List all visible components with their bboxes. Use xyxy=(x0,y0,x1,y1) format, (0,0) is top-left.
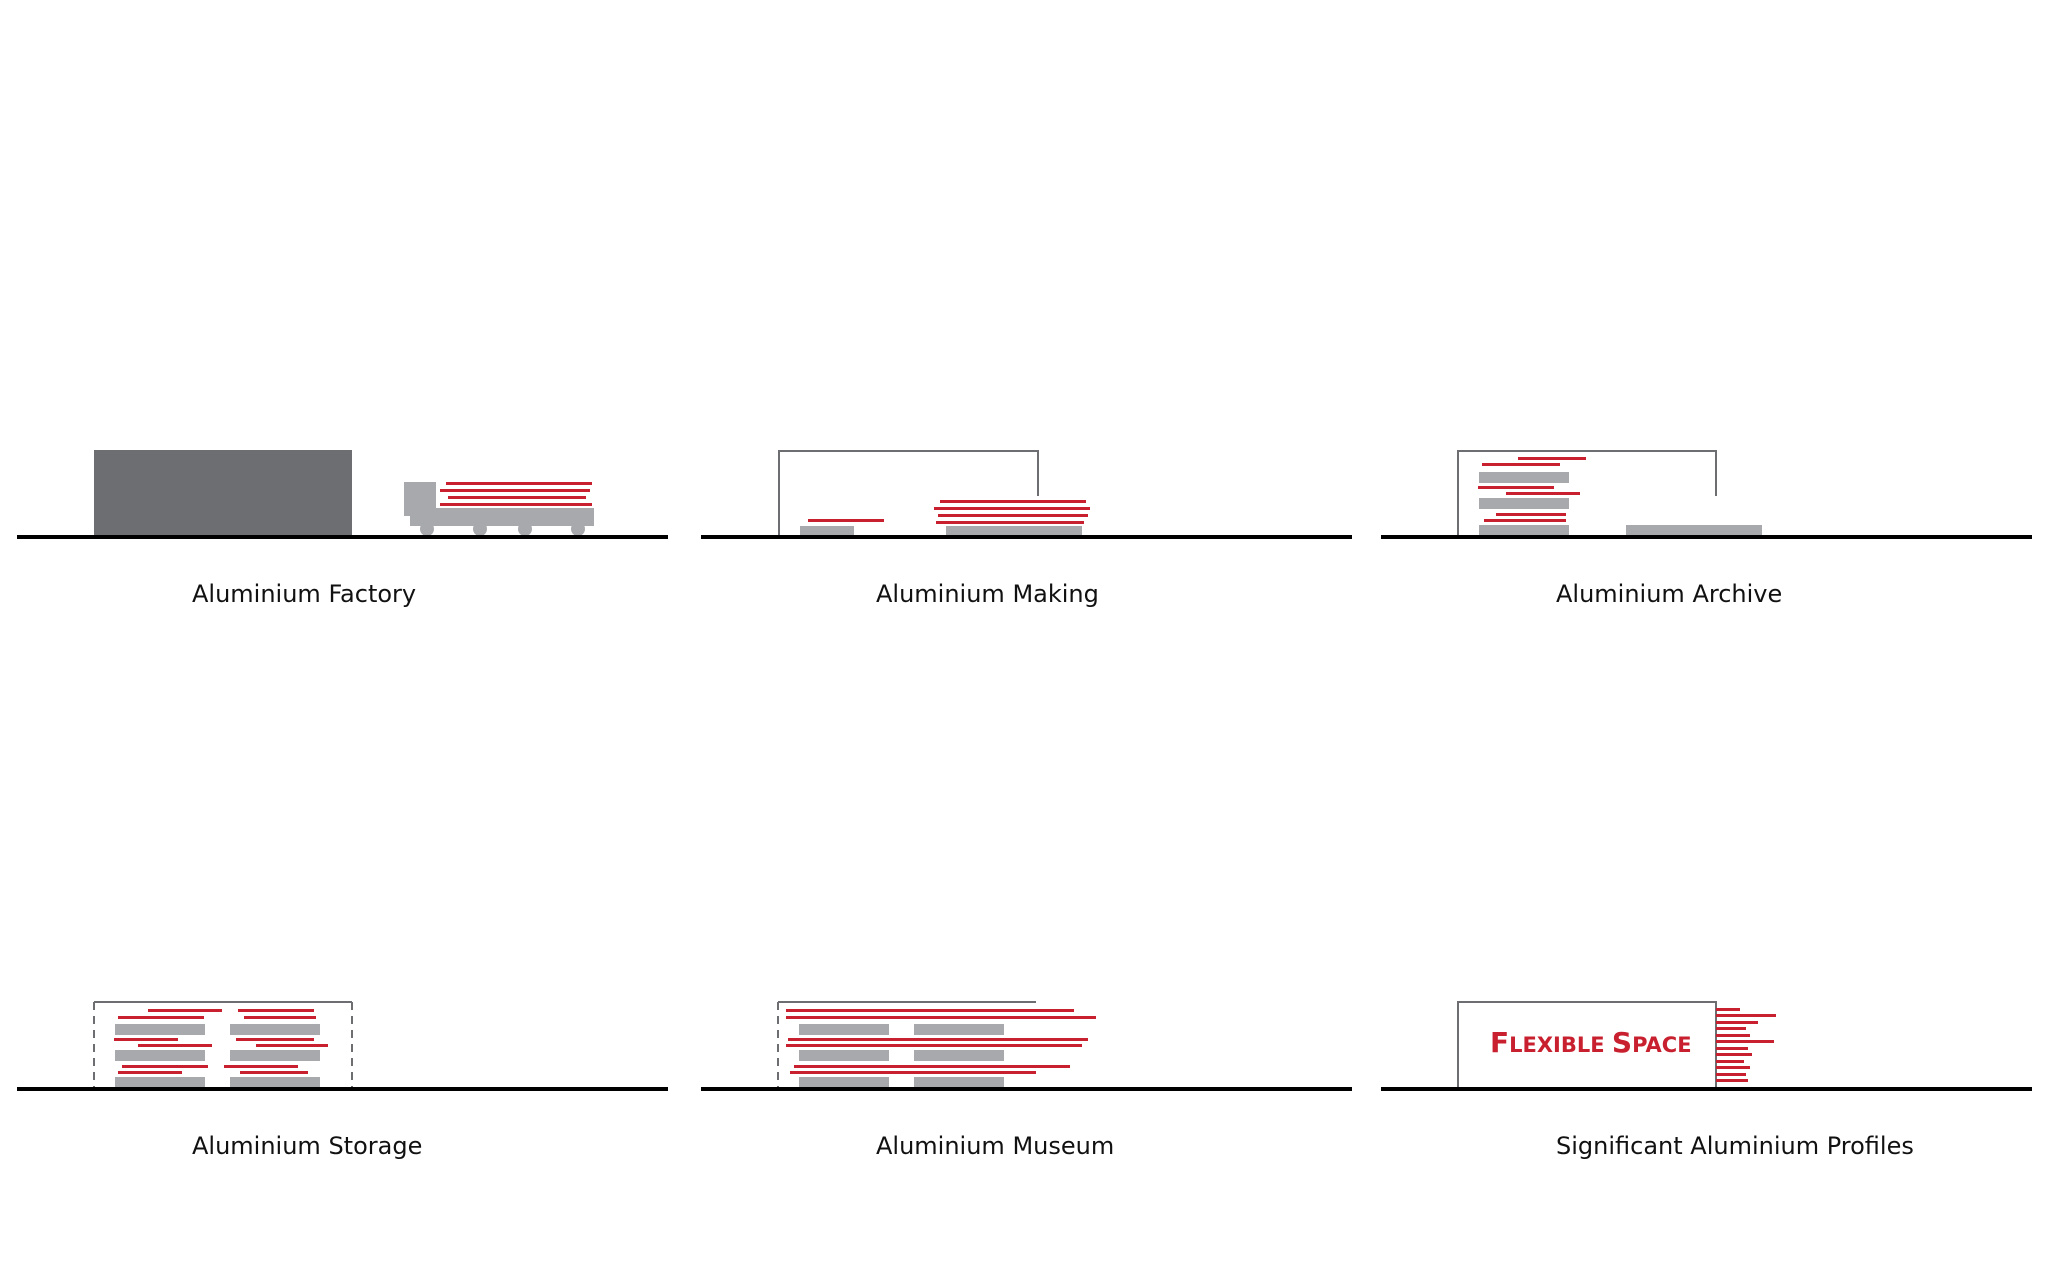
aluminium-profile xyxy=(936,521,1084,524)
shelf xyxy=(1479,472,1569,483)
display-shelf xyxy=(799,1077,889,1088)
ground-line xyxy=(17,535,668,539)
aluminium-profile xyxy=(786,1044,1082,1047)
aluminium-profile xyxy=(808,519,884,522)
display-shelf xyxy=(799,1024,889,1035)
aluminium-profile xyxy=(1478,486,1554,489)
aluminium-profile xyxy=(1716,1027,1746,1030)
flexible-space-label: FLEXIBLE SPACE xyxy=(1490,1026,1692,1059)
factory-building xyxy=(94,450,352,536)
aluminium-profile xyxy=(1716,1021,1758,1024)
aluminium-profile xyxy=(1716,1073,1746,1076)
aluminium-profile xyxy=(448,496,586,499)
shelf xyxy=(230,1050,320,1061)
caption: Aluminium Archive xyxy=(1556,580,1783,608)
aluminium-profile xyxy=(238,1009,314,1012)
aluminium-profile xyxy=(224,1065,298,1068)
shelf xyxy=(115,1024,205,1035)
aluminium-profile xyxy=(1716,1053,1752,1056)
aluminium-profile xyxy=(1482,463,1560,466)
aluminium-profile xyxy=(790,1071,1036,1074)
aluminium-profile xyxy=(1716,1034,1750,1037)
aluminium-profile xyxy=(440,489,590,492)
panel-aluminium-museum: Aluminium Museum xyxy=(700,952,1360,1252)
ground-line xyxy=(1381,1087,2032,1091)
aluminium-profile xyxy=(1484,519,1566,522)
caption: Aluminium Storage xyxy=(192,1132,423,1160)
aluminium-profile xyxy=(1496,513,1566,516)
aluminium-profile xyxy=(794,1065,1070,1068)
truck-wheel xyxy=(518,522,532,536)
profiles-diagram: FLEXIBLE SPACE xyxy=(1381,1001,2032,1091)
archive-diagram xyxy=(1381,450,2032,539)
aluminium-profile xyxy=(786,1009,1074,1012)
aluminium-profile xyxy=(1716,1008,1740,1011)
display-shelf xyxy=(914,1050,1004,1061)
building-outline xyxy=(1457,450,1717,536)
aluminium-profile xyxy=(122,1065,208,1068)
panel-aluminium-archive: Aluminium Archive xyxy=(1380,400,2040,700)
aluminium-profile xyxy=(240,1071,308,1074)
aluminium-profile xyxy=(1716,1066,1750,1069)
shelf xyxy=(1479,498,1569,509)
panel-aluminium-making: Aluminium Making xyxy=(700,400,1360,700)
truck-bed xyxy=(410,508,594,526)
shelf xyxy=(230,1077,320,1088)
aluminium-profile xyxy=(786,1016,1096,1019)
caption: Aluminium Making xyxy=(876,580,1099,608)
aluminium-profile xyxy=(138,1044,212,1047)
caption: Aluminium Museum xyxy=(876,1132,1115,1160)
aluminium-profile xyxy=(148,1009,222,1012)
aluminium-profile xyxy=(446,482,592,485)
work-table xyxy=(946,526,1082,536)
aluminium-profile xyxy=(256,1044,328,1047)
work-table xyxy=(800,526,854,536)
display-shelf xyxy=(914,1077,1004,1088)
aluminium-profile xyxy=(1716,1047,1748,1050)
shelf xyxy=(115,1050,205,1061)
truck-wheel xyxy=(571,522,585,536)
ground-line xyxy=(17,1087,668,1091)
museum-diagram xyxy=(701,1001,1352,1091)
aluminium-profile xyxy=(236,1038,314,1041)
aluminium-profile xyxy=(1716,1040,1774,1043)
aluminium-profile xyxy=(114,1038,178,1041)
aluminium-profile xyxy=(1716,1060,1744,1063)
aluminium-profile xyxy=(244,1016,316,1019)
aluminium-profile xyxy=(118,1016,204,1019)
aluminium-profile xyxy=(1518,457,1586,460)
caption: Significant Aluminium Profiles xyxy=(1556,1132,1914,1160)
truck-wheel xyxy=(420,522,434,536)
factory-diagram xyxy=(17,450,668,539)
aluminium-profile xyxy=(1716,1079,1748,1082)
ground-line xyxy=(701,1087,1352,1091)
display-shelf xyxy=(799,1050,889,1061)
making-diagram xyxy=(701,450,1352,539)
aluminium-profile xyxy=(934,507,1090,510)
shelf xyxy=(115,1077,205,1088)
building-outline xyxy=(778,450,1039,536)
panel-significant-aluminium-profiles: FLEXIBLE SPACE Significant Aluminium Pro… xyxy=(1380,952,2040,1252)
shelf xyxy=(230,1024,320,1035)
panel-aluminium-storage: Aluminium Storage xyxy=(0,952,668,1252)
aluminium-profile xyxy=(1506,492,1580,495)
panel-aluminium-factory: Aluminium Factory xyxy=(0,400,668,700)
ground-line xyxy=(1381,535,2032,539)
caption: Aluminium Factory xyxy=(192,580,417,608)
storage-diagram xyxy=(17,1001,668,1091)
aluminium-profile xyxy=(440,503,592,506)
ground-line xyxy=(701,535,1352,539)
building-outline xyxy=(1457,1001,1717,1088)
display-shelf xyxy=(914,1024,1004,1035)
aluminium-profile xyxy=(118,1071,182,1074)
truck-wheel xyxy=(473,522,487,536)
aluminium-profile xyxy=(1716,1014,1776,1017)
aluminium-profile xyxy=(788,1038,1088,1041)
shelf xyxy=(1479,525,1569,536)
aluminium-profile xyxy=(940,500,1086,503)
aluminium-profile xyxy=(938,514,1088,517)
shelf xyxy=(1626,525,1762,536)
